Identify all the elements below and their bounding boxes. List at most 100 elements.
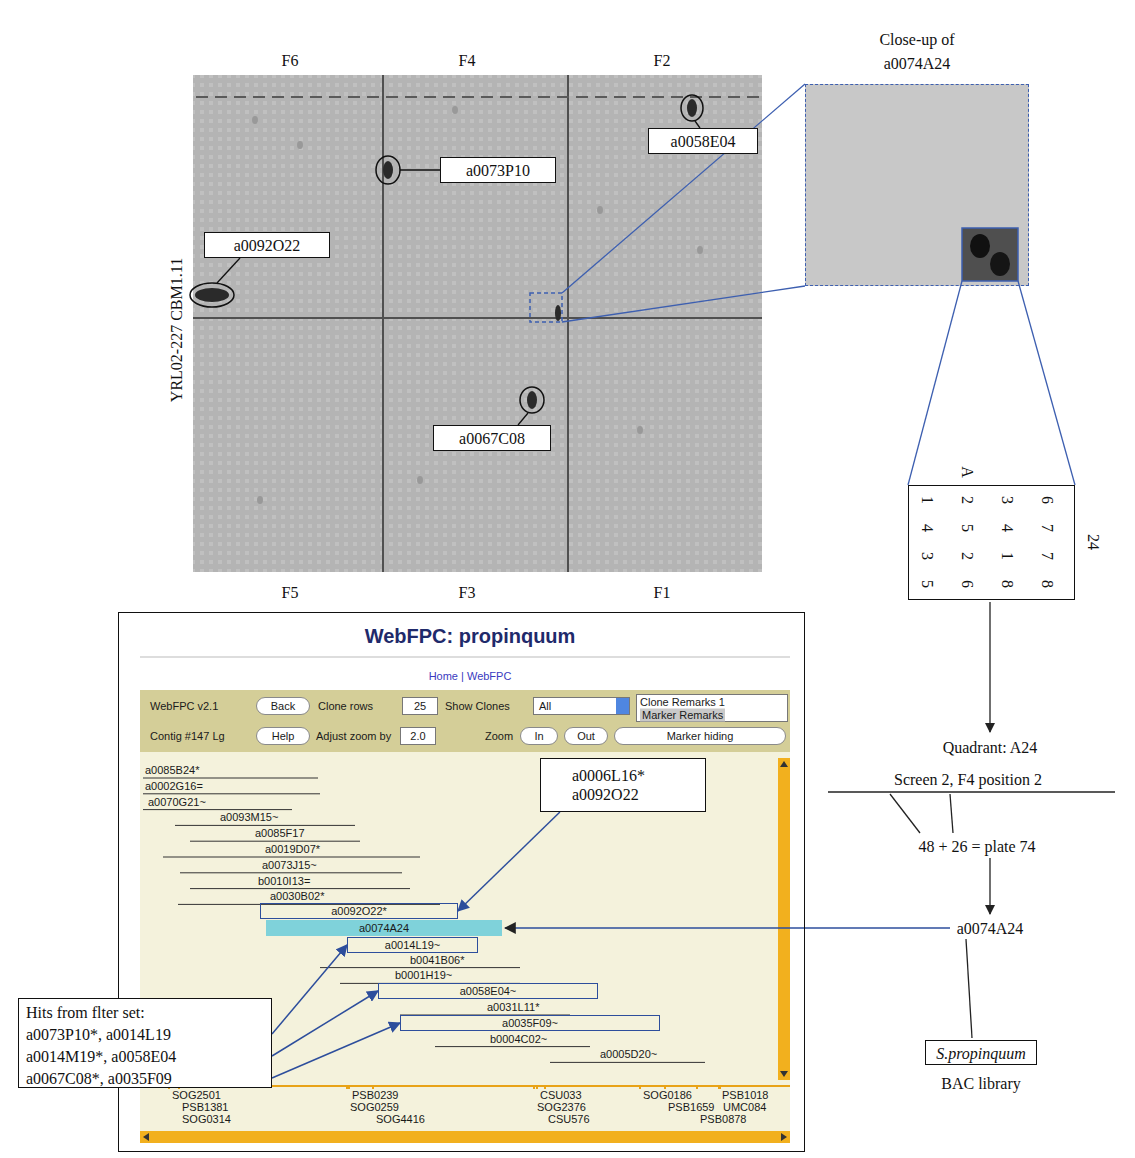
clone-line [143,793,320,794]
clone-name: a0092O22 [234,236,301,255]
hybridization-spot [990,252,1010,276]
background-spot [417,476,423,484]
grid-cell: 7 [1038,552,1057,560]
marker-tick [536,1085,538,1089]
filter-field-label: F4 [459,51,476,70]
callout-text: Hits from flter set: [26,1003,145,1022]
filter-field-label: F2 [654,51,671,70]
clone-label-box: a0092O22 [204,232,330,258]
clone-name: a0014L19~ [385,939,440,952]
marker-name: SOG2501 [172,1089,221,1102]
button-text: Back [271,700,295,713]
input-value: 2.0 [410,730,425,743]
callout-arrow [272,945,347,1034]
clone-line [550,1062,705,1063]
background-spot [257,496,263,504]
marker-name: SOG0186 [643,1089,692,1102]
marker-name: PSB0878 [700,1113,746,1126]
clone-label-box: a0073P10 [440,157,556,183]
clone-name: a0074A24 [359,922,409,935]
bracket-line [828,791,1115,792]
spot-circle [681,95,703,121]
grid-cell: 8 [1038,580,1057,588]
marker-tick [639,1085,641,1089]
derivation-step: Screen 2, F4 position 2 [894,770,1042,789]
scrollbar [140,1131,790,1143]
hits-box: Hits from flter set:a0073P10*, a0014L19a… [18,998,272,1088]
button: Marker hiding [614,727,786,745]
marker-tick [348,1085,350,1089]
clone-name: b0001H19~ [395,969,452,982]
clone-name: a0073P10 [466,161,530,180]
marker-name: UMC084 [723,1101,766,1114]
button: Out [564,727,608,745]
spot-circle [376,156,400,184]
clone-name: a0073J15~ [262,858,317,871]
background-spot [252,116,258,124]
filter-membrane [193,75,762,572]
bracket-line [950,794,953,833]
clone-name: a0058E04~ [460,985,517,998]
background-spot [597,206,603,214]
input-value: 25 [414,700,426,713]
clone-name: a0031L11* [487,1001,539,1014]
button: Back [256,697,310,715]
grid-cell: A [958,466,977,478]
highlighted-clone: a0058E04~ [378,983,598,999]
filter-field-label: F5 [282,583,299,602]
marker-name: PSB0239 [352,1089,398,1102]
clone-name: b0010I13= [258,874,310,887]
toolbar-ground [140,690,790,752]
clone-name: a0035F09~ [502,1017,558,1030]
clone-name: a0058E04 [671,132,736,151]
grid-cell: 6 [958,580,977,588]
grid-cell: 5 [958,524,977,532]
quadrant-highlight [962,228,1018,281]
grid-cell: 4 [998,524,1017,532]
clone-name: a0005D20~ [600,1048,657,1061]
marker-tick [533,1085,535,1089]
library-box: S.propinquumBAC library [925,1040,1037,1065]
filter-grid-pattern [193,75,762,572]
marker-name: CSU576 [548,1113,590,1126]
toolbar-text: Adjust zoom by [316,730,391,743]
callout-arrow [272,991,378,1056]
spot-circle [520,387,544,413]
clone-name: a0092O22* [331,905,387,918]
scroll-arrow [780,1071,788,1077]
toolbar-text: Zoom [485,730,513,743]
grid-cell: 2 [958,552,977,560]
spot-circle [190,283,234,307]
grid-cell: 3 [998,496,1017,504]
clone-name: a0030B02* [270,890,324,903]
library-name: BAC library [941,1074,1021,1093]
clone-name: a0070G21~ [148,795,206,808]
page-heading: Home | WebFPC [429,670,512,683]
clone-name: a0085F17 [255,827,305,840]
scroll-arrow [781,1133,787,1141]
clone-name: a0093M15~ [220,811,278,824]
filter-name: YRL02-227 CBM1.11 [167,258,186,402]
zoom-line [562,286,805,322]
marker-name: SOG4416 [376,1113,425,1126]
marker-name: PSB1018 [722,1089,768,1102]
background-spot [637,426,643,434]
scroll-arrow [143,1133,149,1141]
close-up-panel: Close-up of a0074A24 [805,84,1029,286]
leader-line [518,413,528,425]
clone-line [143,809,292,810]
panel-heading: Close-up of a0074A24 [857,28,977,76]
toolbar-text: Show Clones [445,700,510,713]
leader-line [966,939,972,1038]
clone-line [435,1046,590,1047]
clone-name: b0004C02~ [490,1032,547,1045]
clone-label-box: a0058E04 [648,128,758,154]
clone-name: a0085B24* [145,764,199,777]
button: In [520,727,558,745]
flow-arrow [989,602,990,732]
button-text: In [534,730,543,743]
leader-line [695,121,700,128]
clone-name: a0074A24 [957,919,1024,938]
leader-line [217,258,240,283]
